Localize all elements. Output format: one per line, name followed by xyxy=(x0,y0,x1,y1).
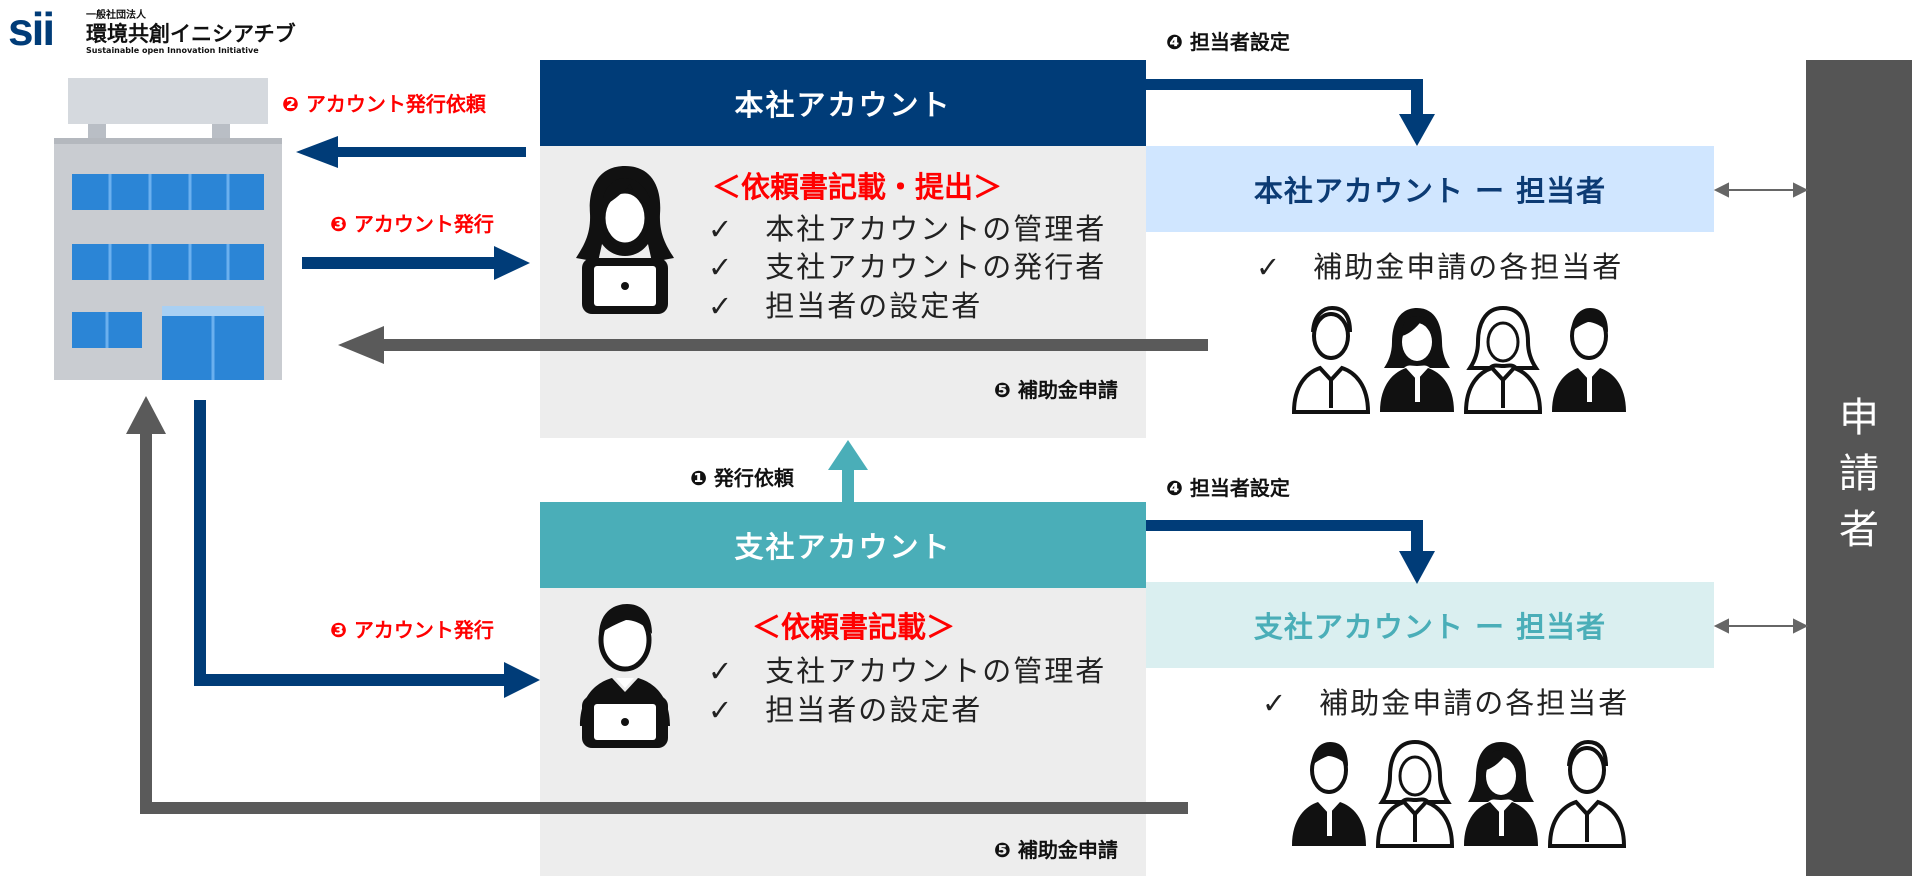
person-icon xyxy=(1463,305,1543,414)
hq-role-3: ✓ 担当者の設定者 xyxy=(708,289,983,323)
hq-role-1: ✓ 本社アカウントの管理者 xyxy=(708,212,1107,246)
step3-label-hq: ❸ アカウント発行 xyxy=(330,212,494,236)
step4-label-branch: ❹ 担当者設定 xyxy=(1166,476,1290,500)
logo-mark: sii xyxy=(8,3,55,55)
arrow-step4-hq xyxy=(1146,79,1435,146)
branch-role-2: ✓ 担当者の設定者 xyxy=(708,693,983,727)
person-icon xyxy=(1552,308,1626,412)
hq-account-header: 本社アカウント xyxy=(540,60,1146,146)
person-icon xyxy=(1291,305,1371,414)
branch-account-header: 支社アカウント xyxy=(540,502,1146,588)
branch-role-1: ✓ 支社アカウントの管理者 xyxy=(708,654,1107,688)
person-icon xyxy=(1375,739,1455,848)
hq-staff-icons xyxy=(1290,304,1650,418)
male-admin-laptop-icon xyxy=(580,604,670,748)
step4-label-hq: ❹ 担当者設定 xyxy=(1166,30,1290,54)
hq-staff-header: 本社アカウント ー 担当者 xyxy=(1146,146,1714,232)
step1-label: ❶ 発行依頼 xyxy=(690,466,794,490)
person-icon xyxy=(1464,742,1538,846)
branch-staff-header: 支社アカウント ー 担当者 xyxy=(1146,582,1714,668)
step5-label-hq: ❺ 補助金申請 xyxy=(994,378,1118,402)
arrow-step5-branch xyxy=(126,396,1188,814)
branch-staff-icons xyxy=(1288,738,1648,852)
person-icon xyxy=(1380,308,1454,412)
applicant-label: 申請者 xyxy=(1839,395,1879,553)
arrow-step3-hq xyxy=(302,246,530,280)
arrow-step3-branch xyxy=(194,400,540,698)
applicant-panel: 申請者 xyxy=(1806,60,1912,876)
hq-request-title: ＜依頼書記載・提出＞ xyxy=(712,170,1003,204)
office-building-icon xyxy=(54,78,282,380)
sii-logo: sii 一般社団法人 環境共創イニシアチブ Sustainable open I… xyxy=(8,3,338,58)
hq-staff-role: ✓ 補助金申請の各担当者 xyxy=(1256,250,1624,284)
arrow-applicant-branch xyxy=(1713,618,1809,634)
arrow-step4-branch xyxy=(1146,520,1435,584)
arrow-step5-hq xyxy=(338,326,1208,364)
logo-name: 環境共創イニシアチブ xyxy=(86,22,296,46)
arrow-step2 xyxy=(296,136,526,168)
branch-staff-role: ✓ 補助金申請の各担当者 xyxy=(1262,686,1630,720)
step2-label: ❷ アカウント発行依頼 xyxy=(282,92,486,116)
branch-request-title: ＜依頼書記載＞ xyxy=(752,610,956,644)
logo-subtitle: Sustainable open Innovation Initiative xyxy=(86,46,259,55)
step3-label-branch: ❸ アカウント発行 xyxy=(330,618,494,642)
female-admin-laptop-icon xyxy=(576,166,674,314)
logo-top-text: 一般社団法人 xyxy=(86,10,146,21)
hq-role-2: ✓ 支社アカウントの発行者 xyxy=(708,250,1107,284)
person-icon xyxy=(1547,739,1627,848)
arrow-step1 xyxy=(828,440,868,502)
arrow-applicant-hq xyxy=(1713,182,1809,198)
person-icon xyxy=(1292,742,1366,846)
step5-label-branch: ❺ 補助金申請 xyxy=(994,838,1118,862)
